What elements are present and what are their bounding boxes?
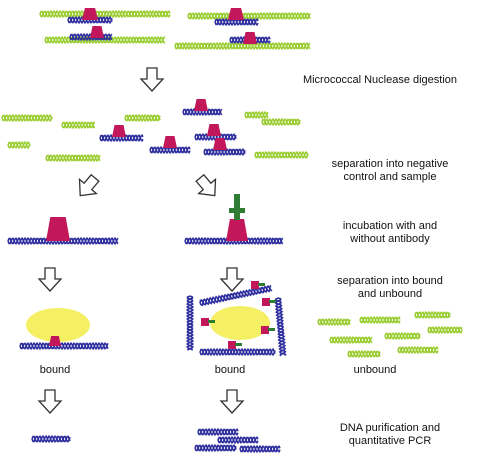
linker-dna-fragment	[261, 117, 301, 127]
histone-octamer	[90, 26, 104, 38]
arrow-down-icon	[139, 67, 165, 92]
antibody-stem	[234, 194, 240, 220]
arrow-down-icon	[37, 267, 63, 292]
histone-octamer-captured	[261, 326, 269, 334]
linker-dna-fragment	[124, 113, 161, 123]
captured-dna-sample	[185, 295, 195, 351]
antibody-captured	[268, 328, 275, 331]
unbound-dna-fragment	[329, 335, 373, 345]
nucleosome-dna-strand	[214, 17, 259, 27]
histone-octamer-captured	[251, 281, 259, 289]
histone-octamer-sample	[226, 219, 248, 241]
histone-octamer	[82, 8, 98, 20]
linker-dna-strand	[39, 9, 171, 19]
antibody-captured	[269, 300, 276, 303]
purified-dna-control	[31, 434, 71, 444]
arrow-diagonal-left-icon	[78, 173, 100, 197]
bead-sample	[210, 306, 270, 340]
linker-dna-strand	[174, 41, 311, 51]
captured-dna-sample	[199, 347, 276, 357]
linker-dna-fragment	[1, 113, 53, 123]
histone-octamer	[194, 99, 208, 111]
unbound-dna-fragment	[414, 310, 451, 320]
unbound-dna-fragment	[317, 317, 351, 327]
bound-label-control: bound	[39, 364, 71, 376]
histone-octamer	[49, 336, 61, 346]
histone-octamer	[228, 8, 244, 20]
linker-dna-fragment	[61, 120, 96, 130]
histone-octamer-captured	[228, 341, 236, 349]
bound-label-sample: bound	[214, 364, 246, 376]
bead-control	[26, 308, 90, 342]
purified-dna-sample	[217, 435, 259, 445]
histone-octamer	[163, 136, 177, 148]
arrow-down-icon	[219, 389, 245, 414]
linker-dna-fragment	[45, 153, 101, 163]
histone-octamer	[207, 124, 221, 136]
linker-dna-fragment	[7, 140, 31, 150]
arrow-down-icon	[219, 267, 245, 292]
antibody-captured	[235, 343, 242, 346]
step-label-separation-control-sample: separation into negative control and sam…	[331, 158, 449, 183]
histone-octamer	[112, 125, 126, 137]
purified-dna-sample	[194, 443, 237, 453]
unbound-dna-fragment	[359, 315, 401, 325]
antibody-captured	[208, 320, 215, 323]
histone-octamer-control	[46, 217, 70, 241]
histone-octamer	[243, 32, 257, 44]
captured-dna-sample	[274, 297, 287, 357]
arrow-down-icon	[37, 389, 63, 414]
step-label-antibody-incubation: incubation with and without antibody	[342, 220, 438, 245]
step-label-bound-unbound-separation: separation into bound and unbound	[337, 275, 443, 300]
unbound-dna-fragment	[397, 345, 439, 355]
linker-dna-fragment	[254, 150, 309, 160]
histone-octamer	[213, 138, 227, 150]
mononucleosome-dna	[99, 133, 144, 143]
purified-dna-sample	[197, 427, 239, 437]
unbound-label: unbound	[353, 364, 397, 376]
linker-dna-strand	[187, 11, 311, 21]
histone-octamer-captured	[262, 298, 270, 306]
arrow-diagonal-right-icon	[195, 173, 217, 197]
antibody-arms	[229, 208, 245, 213]
unbound-dna-fragment	[427, 325, 463, 335]
mononucleosome-dna	[149, 145, 191, 155]
captured-dna-control	[19, 341, 109, 351]
unbound-dna-fragment	[384, 331, 421, 341]
step-label-dna-purification-qpcr: DNA purification and quantitative PCR	[339, 422, 441, 447]
linker-dna-fragment	[244, 110, 269, 120]
antibody-captured	[258, 283, 265, 286]
histone-octamer-captured	[201, 318, 209, 326]
mononucleosome-dna	[203, 147, 246, 157]
captured-dna-sample	[199, 284, 273, 306]
step-label-mnase-digestion: Micrococcal Nuclease digestion	[302, 74, 458, 86]
purified-dna-sample	[239, 444, 281, 454]
unbound-dna-fragment	[347, 349, 381, 359]
